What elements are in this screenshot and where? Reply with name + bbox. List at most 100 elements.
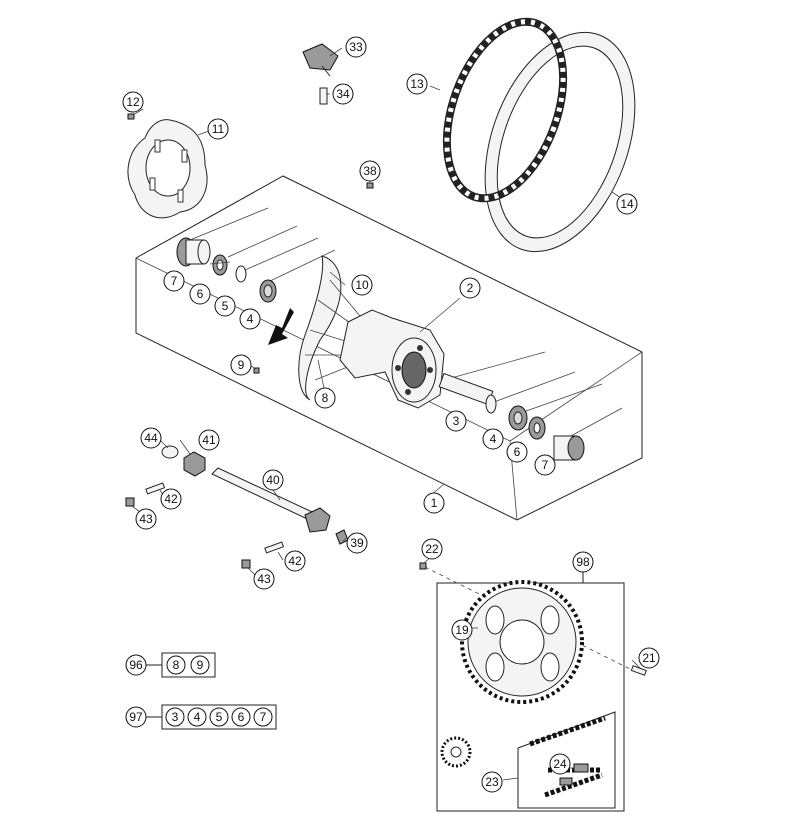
callout-34: 34 — [332, 83, 354, 105]
svg-text:43: 43 — [257, 572, 271, 586]
kit-97: 97 3 4 5 6 7 — [125, 704, 277, 730]
callout-43-lower: 43 — [253, 568, 275, 590]
svg-text:10: 10 — [355, 278, 369, 292]
callout-14: 14 — [616, 193, 638, 215]
svg-text:42: 42 — [288, 554, 302, 568]
callout-8: 8 — [314, 387, 336, 409]
shaft-seal-right — [528, 416, 546, 440]
kit-96-label: 96 — [125, 654, 147, 676]
adjusting-screw-lower — [264, 541, 285, 554]
svg-text:33: 33 — [349, 40, 363, 54]
svg-text:9: 9 — [238, 358, 245, 372]
svg-text:19: 19 — [455, 623, 469, 637]
svg-text:34: 34 — [336, 87, 350, 101]
valve-insert — [366, 182, 374, 189]
callout-43-upper: 43 — [135, 508, 157, 530]
callout-24: 24 — [549, 753, 571, 775]
svg-text:4: 4 — [247, 312, 254, 326]
brake-disc — [127, 119, 208, 219]
callout-6-left: 6 — [189, 283, 211, 305]
svg-text:44: 44 — [144, 431, 158, 445]
callout-13: 13 — [406, 73, 428, 95]
leader-lines — [131, 47, 641, 781]
callout-10: 10 — [351, 274, 373, 296]
svg-text:4: 4 — [194, 710, 201, 724]
collar-bushing — [335, 529, 349, 545]
spacer-sleeve — [438, 372, 497, 414]
callout-23: 23 — [481, 771, 503, 793]
nut-upper — [125, 497, 135, 507]
chain-adjuster — [161, 445, 179, 459]
wheel-spindle — [211, 467, 331, 533]
svg-text:14: 14 — [620, 197, 634, 211]
kit-97-item-4: 6 — [231, 707, 251, 727]
callout-33: 33 — [345, 36, 367, 58]
sprocket-screw — [419, 562, 427, 570]
svg-text:2: 2 — [467, 281, 474, 295]
svg-text:6: 6 — [197, 287, 204, 301]
svg-text:42: 42 — [164, 492, 178, 506]
spacer-right — [553, 435, 585, 461]
svg-text:43: 43 — [139, 512, 153, 526]
callout-7-left: 7 — [163, 270, 185, 292]
rim — [298, 255, 342, 401]
svg-text:97: 97 — [129, 710, 143, 724]
callout-4-left: 4 — [239, 308, 261, 330]
svg-text:98: 98 — [576, 555, 590, 569]
svg-text:4: 4 — [490, 432, 497, 446]
callout-98: 98 — [572, 551, 594, 573]
svg-text:23: 23 — [485, 775, 499, 789]
collar-nut — [183, 451, 206, 477]
rotation-arrow — [268, 308, 294, 345]
callout-5: 5 — [214, 295, 236, 317]
valve-nut — [319, 87, 328, 105]
kit-96-item-1: 8 — [166, 655, 186, 675]
callout-21: 21 — [638, 647, 660, 669]
callout-41: 41 — [198, 429, 220, 451]
callout-42-upper: 42 — [160, 488, 182, 510]
callout-11: 11 — [207, 118, 229, 140]
svg-text:8: 8 — [322, 391, 329, 405]
svg-text:7: 7 — [260, 710, 267, 724]
kit-97-item-3: 5 — [209, 707, 229, 727]
svg-text:9: 9 — [197, 658, 204, 672]
svg-text:39: 39 — [350, 536, 364, 550]
disc-screw — [127, 113, 135, 120]
hub — [339, 309, 445, 409]
svg-text:7: 7 — [542, 458, 549, 472]
svg-text:1: 1 — [431, 496, 438, 510]
callout-42-lower: 42 — [284, 550, 306, 572]
kit-96: 96 8 9 — [125, 652, 216, 678]
svg-text:24: 24 — [553, 757, 567, 771]
svg-text:13: 13 — [410, 77, 424, 91]
callout-6-right: 6 — [506, 441, 528, 463]
kit-97-label: 97 — [125, 706, 147, 728]
rear-sprocket — [460, 580, 584, 704]
svg-text:6: 6 — [514, 445, 521, 459]
nut-lower — [241, 559, 251, 569]
rim-tape — [442, 17, 568, 203]
svg-text:38: 38 — [363, 164, 377, 178]
circlip — [235, 265, 247, 283]
callout-2: 2 — [459, 277, 481, 299]
callout-9: 9 — [230, 354, 252, 376]
svg-text:3: 3 — [172, 710, 179, 724]
svg-text:5: 5 — [216, 710, 223, 724]
svg-text:21: 21 — [642, 651, 656, 665]
svg-text:6: 6 — [238, 710, 245, 724]
svg-text:8: 8 — [173, 658, 180, 672]
kit-97-item-1: 3 — [165, 707, 185, 727]
spokes — [305, 279, 366, 381]
svg-text:3: 3 — [453, 414, 460, 428]
callout-22: 22 — [421, 538, 443, 560]
svg-text:12: 12 — [126, 95, 140, 109]
callout-38: 38 — [359, 160, 381, 182]
bearing-right — [508, 405, 528, 431]
callout-3: 3 — [445, 410, 467, 432]
callout-7-right: 7 — [534, 454, 556, 476]
shaft-seal-left — [212, 254, 228, 276]
kit-97-item-5: 7 — [253, 707, 273, 727]
svg-text:11: 11 — [212, 122, 225, 136]
callout-44: 44 — [140, 427, 162, 449]
